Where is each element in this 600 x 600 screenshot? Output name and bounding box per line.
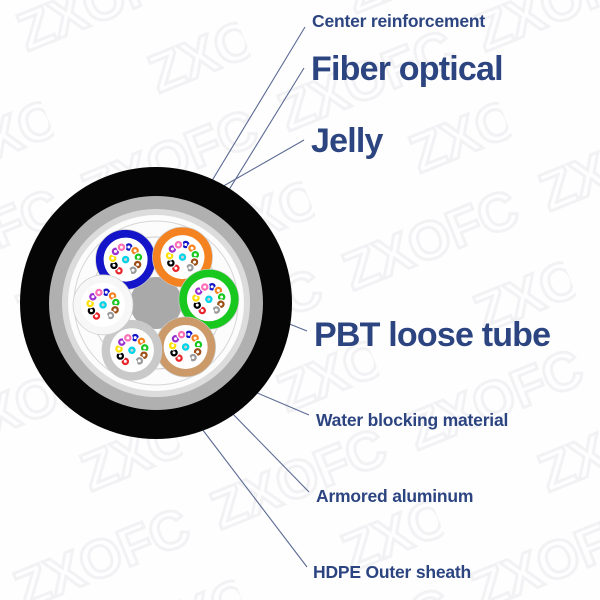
loose-tube-blue-fiber-core: [112, 263, 116, 267]
loose-tube-grey-fiber-core: [120, 340, 124, 344]
loose-tube-white-fiber-core: [101, 303, 105, 307]
loose-tube-blue-fiber-core: [131, 268, 135, 272]
loose-tube-brown-fiber-core: [193, 336, 197, 340]
loose-tube-green-fiber-core: [207, 310, 211, 314]
loose-tube-white-fiber-core: [89, 309, 93, 313]
loose-tube-grey-fiber-core: [143, 346, 147, 350]
loose-tube-blue-fiber-core: [133, 249, 137, 253]
loose-tube-brown-fiber-core: [191, 356, 195, 360]
loose-tube-grey-fiber-core: [123, 359, 127, 363]
loose-tube-green-fiber-core: [220, 295, 224, 299]
loose-tube-grey-fiber-core: [126, 336, 130, 340]
loose-tube-white-fiber-core: [88, 301, 92, 305]
label-hdpe-outer-sheath: HDPE Outer sheath: [313, 562, 472, 582]
loose-tube-orange-fiber-core: [193, 260, 197, 264]
loose-tube-green-fiber-core: [195, 303, 199, 307]
loose-tube-white-fiber-core: [97, 291, 101, 295]
loose-tube-white-fiber-core: [108, 314, 112, 318]
loose-tube-white: [72, 274, 134, 336]
loose-tube-orange-fiber-core: [174, 266, 178, 270]
cable-cross-section: [20, 167, 292, 439]
loose-tube-brown-fiber-core: [187, 332, 191, 336]
loose-tube-brown-fiber-core: [177, 356, 181, 360]
loose-tube-brown: [155, 316, 216, 378]
loose-tube-orange-fiber-core: [176, 243, 180, 247]
loose-tube-green-fiber-core: [197, 289, 201, 293]
loose-tube-green-fiber-core: [194, 296, 198, 300]
loose-tube-orange-fiber-core: [181, 255, 184, 259]
loose-tube-green-fiber-core: [210, 285, 214, 289]
loose-tube-blue-fiber-core: [113, 249, 117, 253]
loose-tube-grey-fiber-core: [133, 336, 137, 340]
loose-tube-blue-fiber-core: [124, 258, 128, 262]
loose-tube-blue-fiber-core: [117, 269, 121, 273]
loose-tube-white-fiber-core: [111, 294, 115, 298]
label-pbt-loose-tube: PBT loose tube: [314, 316, 551, 354]
loose-tube-grey-fiber-core: [118, 354, 122, 358]
label-center-reinforcement: Center reinforcement: [312, 11, 485, 31]
loose-tube-blue-fiber-core: [111, 256, 115, 260]
loose-tube-white-fiber-core: [91, 295, 95, 299]
loose-tube-orange-fiber-core: [184, 243, 188, 247]
label-fiber-optical: Fiber optical: [311, 50, 504, 88]
loose-tube-orange-fiber-core: [188, 266, 192, 270]
loose-tube-brown-fiber-core: [196, 343, 200, 347]
loose-tube-white-fiber-core: [114, 301, 118, 305]
loose-tube-white-fiber-core: [113, 308, 117, 312]
loose-tube-brown-fiber-core: [171, 344, 175, 348]
loose-tube-grey-fiber-core: [137, 359, 141, 363]
loose-tube-green-fiber-core: [214, 308, 218, 312]
loose-tube-white-fiber-core: [101, 316, 105, 320]
loose-tube-grey-fiber-core: [142, 353, 146, 357]
loose-tube-grey-fiber-core: [117, 347, 121, 351]
loose-tube-blue-fiber-core: [120, 245, 123, 249]
loose-tube-green-fiber-core: [207, 297, 211, 301]
loose-tube-orange-fiber-core: [169, 261, 173, 265]
loose-tube-brown-fiber-core: [196, 350, 200, 354]
loose-tube-green-fiber-core: [219, 302, 223, 306]
loose-tube-green-fiber-core: [203, 285, 207, 289]
loose-tube-brown-fiber-core: [184, 358, 188, 362]
leader-hdpe-outer-sheath: [198, 424, 308, 568]
loose-tube-orange-fiber-core: [193, 253, 197, 257]
loose-tube-orange-fiber-core: [168, 254, 172, 258]
loose-tube-blue-fiber-core: [124, 271, 128, 275]
loose-tube-grey-fiber-core: [130, 348, 134, 352]
label-armored-aluminum: Armored aluminum: [316, 486, 474, 506]
loose-tube-blue-fiber-core: [136, 255, 140, 259]
label-jelly: Jelly: [311, 122, 383, 160]
loose-tube-blue-fiber-core: [136, 263, 140, 267]
loose-tube-brown-fiber-core: [172, 351, 176, 355]
loose-tube-orange-fiber-core: [181, 268, 185, 272]
loose-tube-blue-fiber-core: [127, 245, 131, 249]
loose-tube-white-fiber-core: [104, 290, 108, 294]
loose-tube-brown-fiber-core: [180, 333, 184, 337]
loose-tube-green-fiber-core: [216, 288, 220, 292]
loose-tube-white-fiber-core: [94, 314, 98, 318]
loose-tube-brown-fiber-core: [184, 345, 188, 349]
loose-tube-green-fiber-core: [200, 308, 204, 312]
label-water-blocking: Water blocking material: [316, 410, 509, 430]
loose-tube-brown-fiber-core: [174, 337, 178, 341]
loose-tube-orange-fiber-core: [170, 247, 174, 251]
loose-tube-orange-fiber-core: [190, 246, 194, 250]
loose-tube-grey-fiber-core: [130, 361, 134, 365]
loose-tube-grey-fiber-core: [139, 339, 143, 343]
